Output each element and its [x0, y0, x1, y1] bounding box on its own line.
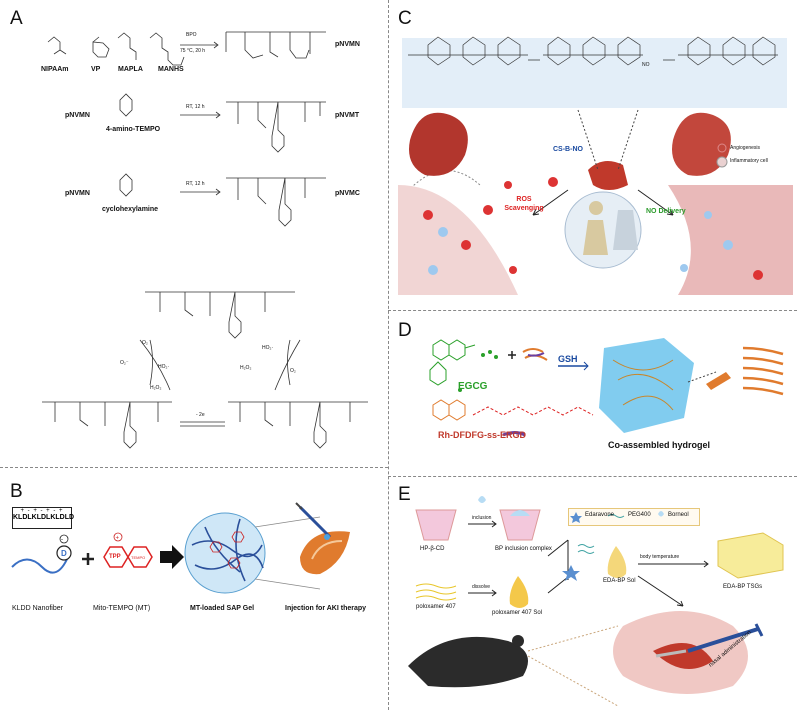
panel-letter: E — [398, 484, 411, 505]
panel-e: E Edaravone PEG400 Borneol HP-β-CD inclu… — [388, 476, 797, 710]
legend-edaravone: Edaravone — [585, 512, 615, 518]
rxn2-reactant: pNVMN — [65, 112, 90, 119]
monomer-nipaam: NIPAAm — [41, 66, 69, 73]
species-o2-minus: O₂⁻ — [120, 360, 129, 366]
label-dissolve: dissolve — [472, 584, 491, 590]
legend-inflammatory-cell: Inflammatory cell — [730, 158, 768, 164]
panel-b: B + - + - + - + KLDLKLDLKLDLD - + TPP TE… — [0, 467, 388, 710]
divider-vertical — [388, 0, 389, 710]
species-ho2-right: HO₂· — [262, 345, 274, 351]
panel-e-graphics — [408, 496, 784, 707]
rxn2-conditions: RT, 12 h — [186, 104, 205, 110]
panel-d-graphics — [429, 338, 784, 437]
legend-borneol: Borneol — [668, 512, 689, 518]
species-o2-right: O₂ — [290, 368, 296, 374]
panel-d: D EGCG GSH Rh-DFDFG-ss-ERGD Co-assembled… — [388, 310, 797, 476]
label-eda-bp-sol: EDA-BP Sol — [603, 578, 636, 584]
no-delivery-label: NO Delivery — [646, 208, 686, 215]
legend-peg400: PEG400 — [628, 512, 651, 518]
hydrogel-label: Co-assembled hydrogel — [608, 440, 711, 450]
peptide-label: Rh-DFDFG-ss-ERGD — [438, 430, 526, 440]
rxn1-conditions: 75 °C, 20 h — [180, 48, 206, 54]
species-h2o2-left: H₂O₂ — [150, 385, 162, 391]
panel-a: A NIPAA — [0, 0, 388, 467]
panel-c-graphics — [398, 36, 793, 295]
rxn3-conditions: RT, 12 h — [186, 181, 205, 187]
sequence-box: + - + - + - + KLDLKLDLKLDLD — [12, 507, 75, 529]
svg-text:-: - — [61, 537, 63, 543]
species-h2o2-right: H₂O₂ — [240, 365, 252, 371]
sequence-charges: + - + - + - + — [20, 508, 64, 514]
legend-angiogenesis: Angiogenesis — [730, 145, 761, 151]
sequence-text: KLDLKLDLKLDLD — [13, 514, 75, 521]
reagent-4-amino-tempo: 4-amino-TEMPO — [106, 126, 161, 133]
divider-ab — [0, 467, 388, 468]
panel-letter: A — [10, 8, 23, 29]
species-ho2-left: HO₂· — [158, 364, 170, 370]
divider-cd — [388, 310, 797, 311]
legend-box — [568, 508, 700, 526]
monomer-vp: VP — [91, 66, 101, 73]
label-inclusion: inclusion — [472, 515, 492, 521]
label-hp-beta-cd: HP-β-CD — [420, 546, 445, 552]
electron-loss: - 2e — [196, 412, 205, 418]
panel-letter: B — [10, 481, 23, 502]
monomer-manhs: MANHS — [158, 66, 184, 73]
label-aki-injection: Injection for AKI therapy — [285, 605, 367, 612]
panel-letter: D — [398, 320, 412, 341]
label-sap-gel: MT-loaded SAP Gel — [190, 605, 255, 612]
label-mito-tempo: Mito-TEMPO (MT) — [93, 605, 151, 612]
product-pnvmt: pNVMT — [335, 112, 360, 119]
tpp-label: TPP — [109, 554, 121, 560]
label-kldd-nanofiber: KLDD Nanofiber — [12, 605, 63, 612]
species-o2: O₂ — [142, 340, 148, 346]
product-pnvmc: pNVMC — [335, 190, 360, 197]
cs-b-no-label: CS-B-NO — [553, 146, 583, 153]
gsh-label: GSH — [558, 354, 578, 364]
label-bp-inclusion-complex: BP inclusion complex — [495, 546, 552, 552]
egcg-label: EGCG — [458, 381, 488, 392]
reagent-cyclohexylamine: cyclohexylamine — [102, 206, 159, 213]
label-body-temperature: body temperature — [640, 554, 680, 560]
label-eda-bp-tsgs: EDA-BP TSGs — [723, 584, 763, 590]
divider-de — [388, 476, 797, 477]
chemistry-scheme — [42, 31, 368, 449]
panel-b-graphics: - + — [11, 502, 350, 594]
d-residue: D — [61, 549, 67, 558]
svg-text:+: + — [116, 536, 120, 542]
rxn3-reactant: pNVMN — [65, 190, 90, 197]
label-poloxamer-sol: poloxamer 407 Sol — [492, 610, 543, 616]
rxn1-reagent: BPO — [186, 32, 197, 38]
panel-c: C NO CS-B-NO ROS Scavenging N — [388, 0, 797, 310]
monomer-mapla: MAPLA — [118, 66, 143, 73]
ros-scavenging-label: ROS Scavenging — [504, 196, 544, 212]
label-poloxamer: poloxamer 407 — [416, 604, 456, 610]
no-label: NO — [642, 62, 650, 68]
product-pnvmn: pNVMN — [335, 41, 360, 48]
panel-letter: C — [398, 8, 412, 29]
tempo-label: TEMPO — [131, 555, 146, 560]
